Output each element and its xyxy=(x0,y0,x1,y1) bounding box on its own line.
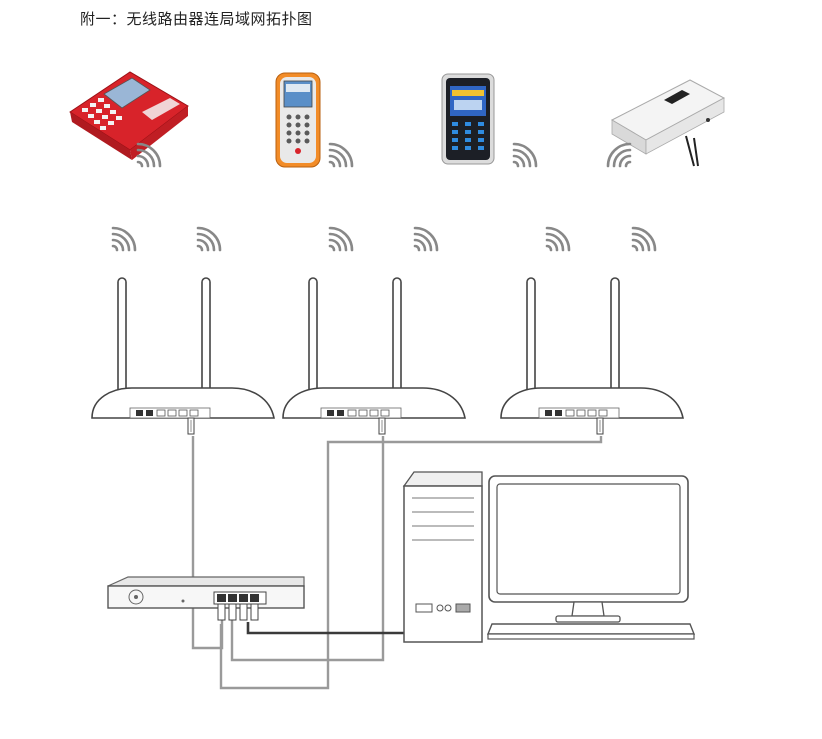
wifi-icon xyxy=(413,226,439,252)
diagram-title: 附一：无线路由器连局域网拓扑图 xyxy=(80,10,313,28)
access-keypad-icon xyxy=(441,73,495,165)
wifi-icon xyxy=(606,142,632,168)
desktop-pc-tower-icon xyxy=(402,471,483,643)
router-icon xyxy=(91,277,275,435)
wifi-icon xyxy=(328,226,354,252)
cable-switch-pc xyxy=(246,622,404,635)
cable-router3-switch xyxy=(219,436,603,690)
handheld-terminal-icon xyxy=(275,72,321,168)
router-icon xyxy=(282,277,466,435)
keyboard-icon xyxy=(486,623,696,640)
wifi-icon xyxy=(545,226,571,252)
consumption-terminal-icon xyxy=(69,71,189,160)
wifi-icon xyxy=(631,226,657,252)
access-controller-box-icon xyxy=(610,79,726,167)
network-switch-icon xyxy=(107,576,305,621)
cable-router2-switch xyxy=(230,436,385,662)
wifi-icon xyxy=(111,226,137,252)
router-icon xyxy=(500,277,684,435)
wifi-icon xyxy=(328,142,354,168)
wifi-icon xyxy=(196,226,222,252)
monitor-icon xyxy=(488,475,689,623)
wifi-icon xyxy=(512,142,538,168)
